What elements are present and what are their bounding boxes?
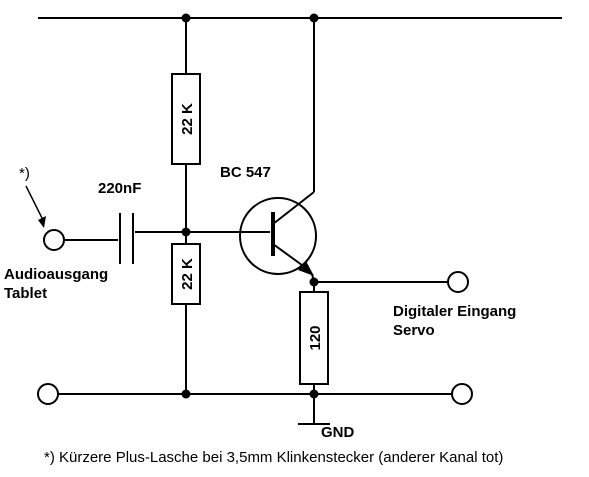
resistor-top-label: 22 K [179,103,196,135]
input-label-line2: Tablet [4,285,47,302]
transistor-body [239,197,317,275]
resistor-emitter-label: 120 [307,325,324,350]
resistor-top [171,73,201,165]
ground-label: GND [321,424,355,441]
output-label-line2: Servo [393,322,435,339]
collector-lead [272,191,315,225]
pointer-line [25,185,45,223]
input-label-line1: Audioausgang [4,266,108,283]
capacitor-label: 220nF [98,180,141,197]
output-label-line1: Digitaler Eingang [393,303,516,320]
footnote: *) Kürzere Plus-Lasche bei 3,5mm Klinken… [44,449,503,466]
ground-terminal-right [451,383,473,405]
resistor-emitter [299,291,329,385]
emitter-lead [272,243,307,269]
input-terminal [43,229,65,251]
emitter-arrow [298,261,314,276]
transistor-label: BC 547 [220,164,271,181]
resistor-bottom [171,243,201,305]
resistor-bottom-label: 22 K [179,258,196,290]
asterisk-label: *) [19,165,30,182]
ground-terminal-left [37,383,59,405]
pointer-arrowhead [38,216,46,228]
output-terminal [447,271,469,293]
